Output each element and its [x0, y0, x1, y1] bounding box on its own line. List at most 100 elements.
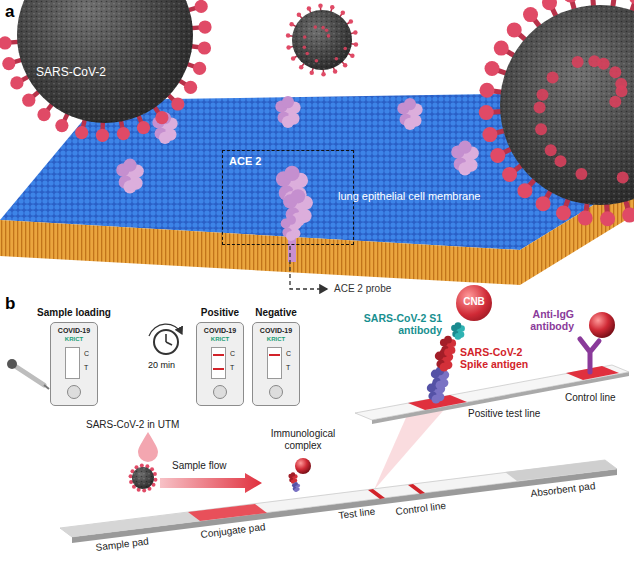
- spike-head: [0, 36, 12, 49]
- spike-head: [10, 76, 23, 89]
- cassette-text: C: [84, 350, 89, 358]
- spike-head: [494, 41, 509, 56]
- protein-lobe: [282, 116, 294, 128]
- spike-head: [536, 89, 548, 101]
- spike-head: [341, 11, 346, 16]
- spike-head: [335, 57, 339, 61]
- protein-lobe: [286, 231, 296, 241]
- spike-head: [507, 22, 522, 37]
- sample-drop: [138, 432, 158, 462]
- spike-head: [297, 13, 302, 17]
- panel-letter: a: [5, 2, 14, 22]
- spike-head: [629, 0, 634, 5]
- spike-head: [343, 47, 347, 51]
- clock-face: [154, 330, 178, 354]
- spike-head: [96, 129, 109, 142]
- spike-head: [22, 94, 35, 107]
- spike-head: [523, 7, 538, 22]
- spike-head: [75, 126, 88, 139]
- spike-head: [545, 144, 557, 156]
- spike-head: [615, 78, 627, 90]
- node-text: CNB: [456, 296, 492, 308]
- spike-head: [588, 55, 600, 67]
- spike-head: [307, 6, 312, 11]
- spike-head: [502, 167, 517, 182]
- spike-head: [2, 57, 15, 70]
- spike-head: [289, 22, 294, 27]
- virus-group: [0, 0, 634, 226]
- test-cassette: PositiveCOVID-19KRICTCT: [196, 322, 244, 406]
- cassette-text: COVID-19: [253, 327, 299, 335]
- test-cassette: Sample loadingCOVID-19KRICTCT: [50, 322, 98, 406]
- spike-head: [291, 56, 296, 61]
- protein-complex: [129, 322, 465, 492]
- virus-body: [132, 467, 154, 489]
- protein-lobe: [286, 215, 296, 225]
- part-label: Positive test line: [468, 408, 540, 420]
- cassette-heading: Sample loading: [37, 307, 111, 319]
- clock-hand: [166, 342, 172, 345]
- sample-well: [269, 385, 283, 399]
- spike-head: [485, 61, 500, 76]
- spike-head: [309, 70, 314, 75]
- spike-head: [303, 35, 307, 39]
- spike-head: [286, 33, 291, 38]
- part-label: Sample flow: [172, 460, 226, 472]
- control-line: [408, 484, 425, 494]
- cnb-sphere: CNB: [456, 285, 492, 321]
- cnb-particle: [589, 312, 615, 338]
- cassette-text: T: [84, 364, 88, 372]
- protein-lobe: [455, 322, 462, 329]
- spike-head: [563, 0, 578, 2]
- spike-head: [313, 25, 317, 29]
- result-window: [65, 347, 80, 379]
- spike-head: [153, 478, 157, 482]
- spike-head: [490, 148, 505, 163]
- cassette-heading: Positive: [201, 307, 239, 319]
- virus-texture: [132, 467, 154, 489]
- spike-head: [350, 54, 355, 59]
- panel-letter: b: [5, 294, 15, 314]
- spike-head: [37, 108, 50, 121]
- lipid-tails: [0, 220, 520, 285]
- conjugate-pad: [188, 504, 267, 521]
- clock-hand: [165, 334, 167, 342]
- spike-head: [517, 183, 532, 198]
- spike-head: [578, 211, 593, 226]
- spike-head: [198, 20, 211, 33]
- spike-head: [318, 4, 323, 8]
- virus-body: [500, 5, 634, 205]
- spike-head: [321, 72, 326, 77]
- spike-head: [575, 168, 587, 180]
- test-cassette: NegativeCOVID-19KRICTCT: [252, 322, 300, 406]
- virus-texture: [500, 5, 634, 205]
- part-label: SARS-CoV-2 Spike antigen: [460, 346, 542, 370]
- part-label: SARS-CoV-2 in UTM: [86, 419, 179, 431]
- part-label: Immunological complex: [262, 428, 344, 451]
- cassette-heading: Negative: [255, 307, 297, 319]
- protein-lobe: [294, 488, 298, 492]
- protein-lobe: [432, 395, 441, 404]
- spike-head: [349, 19, 354, 24]
- protein-lobe: [444, 336, 452, 344]
- spike-head: [479, 105, 494, 120]
- part-label: ACE 2 probe: [334, 283, 391, 295]
- part-label: Anti-IgG antibody: [512, 308, 574, 332]
- part-label: 20 min: [148, 360, 175, 370]
- spike-head: [195, 0, 208, 13]
- protein-lobe: [440, 363, 449, 372]
- dropper-bulb: [7, 359, 17, 369]
- protein-lobe: [123, 159, 136, 172]
- spike-head: [299, 65, 304, 70]
- spike-head: [572, 56, 584, 68]
- spike-head: [547, 71, 559, 83]
- dashed-leader: [290, 246, 327, 289]
- spike-head: [330, 5, 335, 10]
- spike-head: [353, 30, 358, 35]
- cassette-text: COVID-19: [197, 327, 243, 335]
- cassette-text: T: [286, 364, 290, 372]
- part-label: Control line: [395, 500, 447, 518]
- spike-head: [535, 123, 547, 135]
- anti-igg-antibody: [580, 339, 599, 372]
